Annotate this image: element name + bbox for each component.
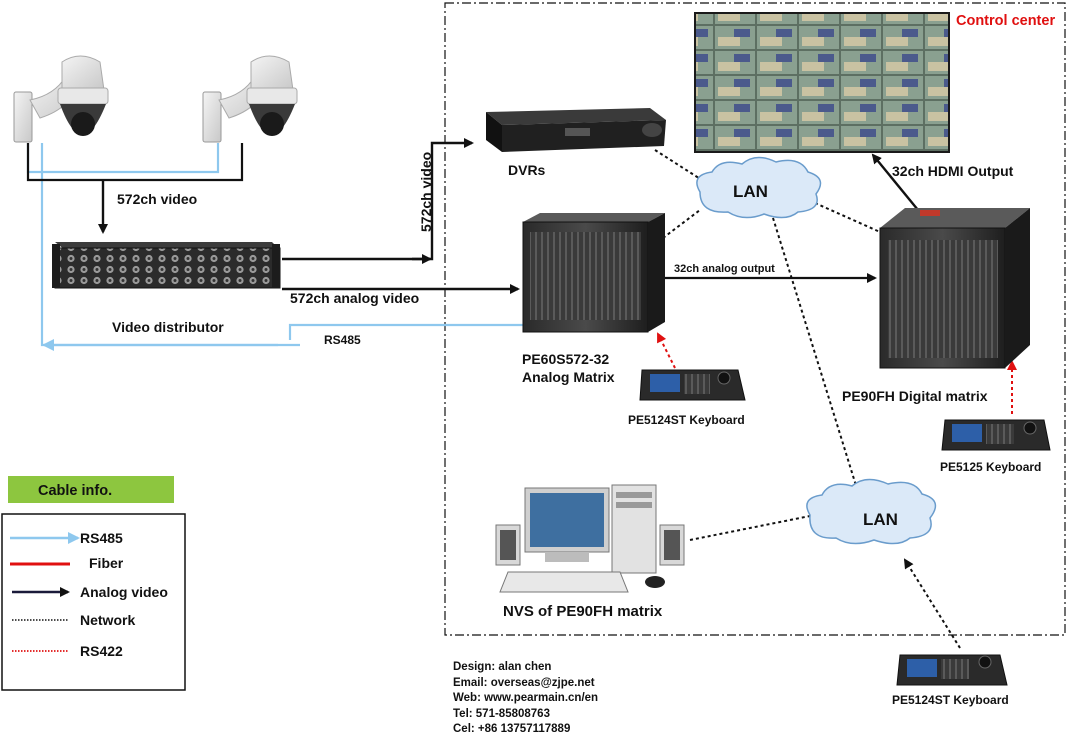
legend-analog-label: Analog video [80,584,168,600]
keyboard-lan-device [896,654,1008,686]
lan-top-label: LAN [733,182,768,201]
keyboard-analog-label: PE5124ST Keyboard [628,413,745,427]
network-cable-digital [814,202,881,233]
video-wall [694,12,950,153]
dvr-device [486,108,666,152]
nvs-label: NVS of PE90FH matrix [503,603,663,620]
control-center-title: Control center [956,13,1055,29]
footer-tel: Tel: 571-85808763 [453,707,550,720]
footer-web: Web: www.pearmain.cn/en [453,692,599,704]
legend-rs422-label: RS422 [80,643,123,659]
label-32ch-analog-output: 32ch analog output [674,263,775,275]
network-cable-analog [662,209,701,239]
label-32ch-hdmi-output: 32ch HDMI Output [892,163,1014,179]
digital-matrix-label: PE90FH Digital matrix [842,388,988,404]
network-cable-nvs [689,514,816,541]
lan-cloud-top [696,156,822,219]
legend-box [1,513,186,691]
nvs-computer [495,484,685,593]
network-cable-lan-link [772,217,859,493]
rs485-cable-cam-loop [26,143,220,174]
legend-fiber-label: Fiber [89,555,124,571]
ptz-camera-2 [202,55,298,143]
hdmi-output-cable [871,153,919,211]
lan-bottom-label: LAN [863,510,898,529]
network-cable-keyboard [903,558,961,649]
footer-design: Design: alan chen [453,661,552,673]
keyboard-digital-device [941,419,1051,451]
legend-title-bg [8,476,174,503]
keyboard-analog-device [639,369,746,401]
video-cable-to-dvr [282,138,474,261]
contact-footer: Design: alan chen Email: overseas@zjpe.n… [453,660,598,738]
label-572ch-analog-video: 572ch analog video [290,290,419,306]
legend-rs485-label: RS485 [80,530,123,546]
label-rs485: RS485 [324,333,361,347]
video-distributor-label: Video distributor [112,319,224,335]
control-center-boundary [444,2,1066,636]
rs485-cable-matrix [288,323,523,340]
video-distributor-device [52,242,281,289]
footer-cel: Cel: +86 13757117889 [453,723,571,735]
keyboard-lan-label: PE5124ST Keyboard [892,693,1009,707]
lan-cloud-bottom [806,478,937,545]
footer-email: Email: overseas@zjpe.net [453,676,595,689]
keyboard-digital-label: PE5125 Keyboard [940,460,1041,474]
ptz-camera-1 [13,55,109,143]
analog-matrix-name: Analog Matrix [522,369,615,385]
network-cable-dvr [654,149,706,183]
legend-title: Cable info. [38,483,112,499]
dvr-label: DVRs [508,162,546,178]
label-572ch-video-vertical: 572ch video [418,152,434,232]
video-cable-cams [26,143,244,182]
label-572ch-video: 572ch video [117,191,197,207]
digital-matrix-device [879,208,1030,369]
analog-matrix-model: PE60S572-32 [522,351,609,367]
analog-matrix-device [522,213,665,333]
rs422-cable-analog [657,332,676,369]
legend-network-label: Network [80,612,135,628]
